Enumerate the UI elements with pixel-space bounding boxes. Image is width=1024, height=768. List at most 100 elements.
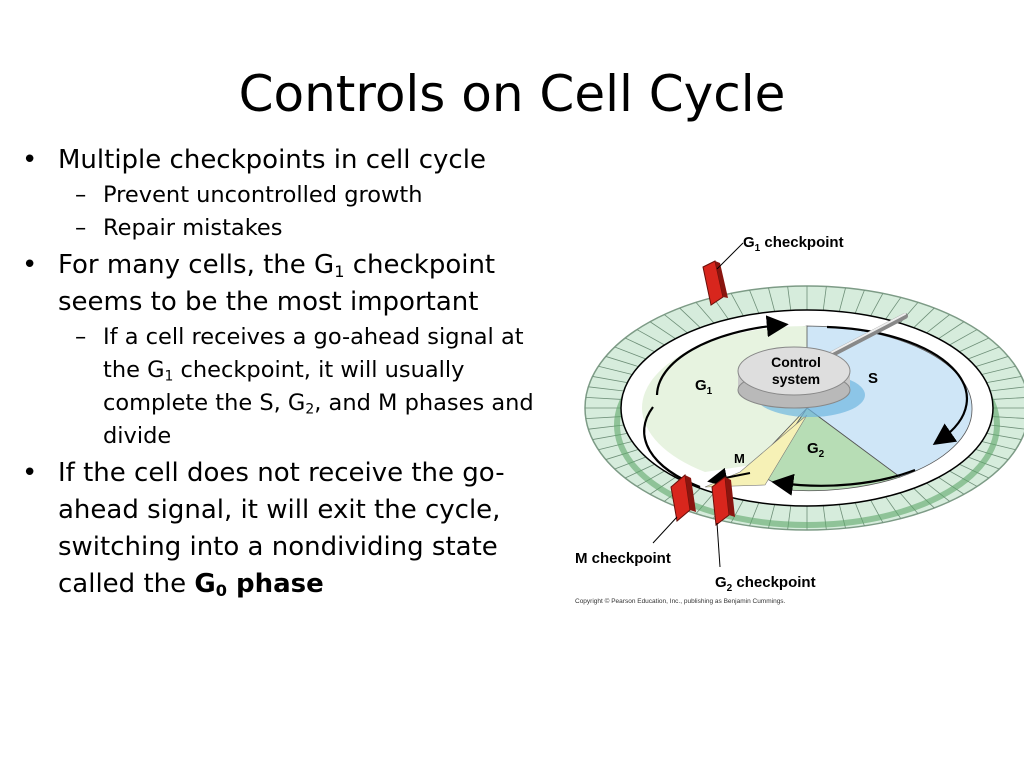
- g1-checkpoint-text: checkpoint: [760, 234, 843, 251]
- g2-checkpoint-barrier: [711, 476, 735, 526]
- cell-cycle-diagram: Control system S G1 G2 M G1 checkpoint M…: [565, 225, 1024, 615]
- cycle-arrow-m: [707, 467, 751, 488]
- bullet-1: • Multiple checkpoints in cell cycle: [18, 142, 538, 179]
- phase-g1-subscript: 1: [707, 386, 713, 397]
- ring-segment-line: [938, 476, 965, 495]
- sub-bullet-3-part-a: If a cell receives a go-ahead signal at …: [103, 324, 524, 383]
- ring-segment-line: [992, 397, 1024, 400]
- slide-title: Controls on Cell Cycle: [238, 65, 786, 123]
- ring-segment-line: [885, 297, 902, 320]
- ring-segment-line: [649, 321, 676, 340]
- ring-segment-line: [854, 290, 865, 314]
- m-sector-wedge: [704, 414, 808, 488]
- ring-segment-line: [614, 346, 647, 360]
- ring-segment-line: [990, 386, 1024, 392]
- bullet-2-post: checkpoint seems to be the most importan…: [58, 250, 496, 317]
- ring-segment-line: [838, 287, 846, 312]
- g1-checkpoint-barrier: [702, 260, 728, 306]
- bullet-3-text: If the cell does not receive the go-ahea…: [58, 458, 505, 599]
- bullet-3-bold-subscript: 0: [215, 581, 227, 601]
- sub-bullet-3-subscript-2: 2: [305, 401, 315, 418]
- sub-bullet-2-text: Repair mistakes: [103, 215, 283, 241]
- ring-segment-line: [730, 293, 744, 317]
- ring-segment-line: [588, 386, 624, 392]
- g1-checkpoint-letter: G: [743, 234, 755, 251]
- ring-segment-line: [749, 290, 760, 314]
- g2-callout-line: [716, 522, 721, 568]
- cycle-arrow-bottom: [771, 468, 916, 496]
- bullet-2-pre: For many cells, the G: [58, 250, 335, 280]
- outer-ring-segments: [585, 286, 1024, 530]
- phase-g2-letter: G: [807, 440, 819, 457]
- ring-segment-line: [975, 356, 1009, 367]
- bullet-2-text: For many cells, the G1 checkpoint seems …: [58, 250, 495, 317]
- bullet-marker: •: [22, 458, 38, 488]
- control-label-line2: system: [772, 371, 820, 387]
- g2-checkpoint-text: checkpoint: [732, 574, 815, 591]
- ring-segment-line: [605, 356, 639, 367]
- ring-segment-line: [870, 293, 884, 317]
- bullet-3-bold-post: phase: [226, 569, 324, 599]
- cycle-arrow-top: [655, 315, 789, 396]
- ring-segment-line: [986, 376, 1022, 384]
- ring-segment-line: [695, 302, 715, 324]
- control-label-line1: Control: [771, 354, 821, 370]
- sub-bullet-2: – Repair mistakes: [18, 212, 538, 245]
- phase-g2-label: G2: [807, 440, 825, 460]
- sub-bullet-1: – Prevent uncontrolled growth: [18, 179, 538, 212]
- phase-s-label: S: [868, 370, 878, 387]
- ring-segment-line: [822, 286, 827, 311]
- bullet-3-bold: G0 phase: [194, 569, 323, 599]
- ring-segment-line: [938, 321, 965, 340]
- bullet-3-bold-g: G: [194, 569, 216, 599]
- m-checkpoint-label: M checkpoint: [575, 550, 671, 567]
- g2-checkpoint-label: G2 checkpoint: [715, 574, 816, 594]
- ring-segment-line: [592, 376, 628, 384]
- g1-checkpoint-subscript: 1: [755, 243, 761, 254]
- ring-segment-line: [949, 329, 978, 346]
- sub-bullet-3-part-e: , and M phases and divide: [103, 390, 534, 449]
- copyright-notice: Copyright © Pearson Education, Inc., pub…: [575, 597, 786, 605]
- bullet-marker: •: [22, 250, 38, 280]
- bullet-3-pre: If the cell does not receive the go-ahea…: [58, 458, 505, 599]
- dash-marker: –: [75, 324, 87, 350]
- phase-g1-letter: G: [695, 377, 707, 394]
- sub-bullet-1-text: Prevent uncontrolled growth: [103, 182, 423, 208]
- m-callout-line: [652, 516, 678, 544]
- ring-segment-line: [926, 482, 950, 502]
- ring-segment-line: [592, 432, 628, 440]
- ring-segment-line: [913, 307, 935, 329]
- g1-checkpoint-label: G1 checkpoint: [743, 234, 844, 254]
- bullet-1-text: Multiple checkpoints in cell cycle: [58, 145, 486, 175]
- bullet-3: • If the cell does not receive the go-ah…: [18, 455, 538, 603]
- ring-segment-line: [636, 329, 665, 346]
- sub-bullet-3-part-c: checkpoint, it will usually complete the…: [103, 357, 465, 416]
- ring-segment-line: [986, 432, 1022, 440]
- ring-segment-line: [598, 441, 633, 451]
- g2-checkpoint-subscript: 2: [727, 583, 733, 594]
- dash-marker: –: [75, 182, 87, 208]
- dash-marker: –: [75, 215, 87, 241]
- ring-segment-line: [926, 314, 950, 334]
- m-checkpoint-barrier: [670, 474, 696, 522]
- bullet-marker: •: [22, 145, 38, 175]
- sub-bullet-3: – If a cell receives a go-ahead signal a…: [18, 321, 538, 453]
- ring-segment-line: [664, 314, 688, 334]
- ring-segment-line: [981, 365, 1016, 375]
- hub-top: [737, 346, 851, 396]
- ring-segment-line: [967, 346, 1000, 360]
- phase-g2-subscript: 2: [819, 449, 825, 460]
- ring-segment-line: [679, 307, 701, 329]
- phase-m-label: M: [734, 451, 745, 466]
- sub-bullet-3-subscript-1: 1: [164, 368, 174, 385]
- ring-segment-line: [787, 286, 792, 311]
- ring-segment-line: [624, 337, 655, 353]
- sub-bullet-3-text: If a cell receives a go-ahead signal at …: [103, 324, 534, 449]
- ring-segment-line: [598, 365, 633, 375]
- ring-segment-line: [585, 396, 622, 400]
- bullet-2: • For many cells, the G1 checkpoint seem…: [18, 247, 538, 321]
- ring-segment-line: [649, 476, 676, 495]
- ring-segment-line: [913, 487, 935, 509]
- bullet-list: • Multiple checkpoints in cell cycle – P…: [18, 140, 538, 603]
- ring-segment-line: [981, 441, 1016, 451]
